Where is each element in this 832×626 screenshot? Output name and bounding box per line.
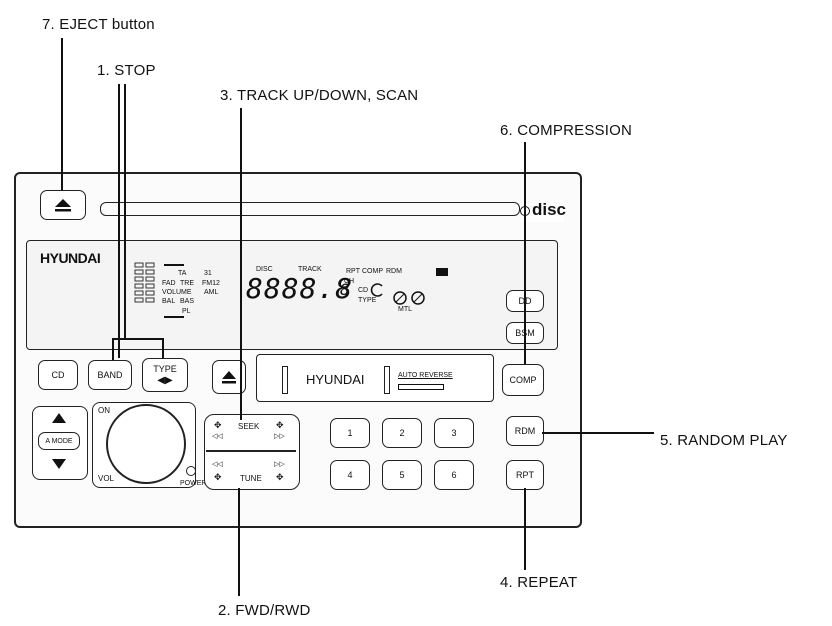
comp-button[interactable]: COMP [502, 364, 544, 396]
lcd-label-31: 31 [204, 270, 212, 277]
tune-rewind-icon: ◁◁ [212, 461, 223, 468]
cassette-brand: HYUNDAI [306, 372, 365, 387]
on-label: ON [98, 406, 110, 415]
seek-tune-divider [206, 450, 296, 452]
lcd-label-ta: TA [178, 270, 187, 277]
down-arrow-icon[interactable] [51, 458, 67, 470]
left-right-arrows-icon: ◀▶ [157, 374, 173, 386]
lcd-label-bal: BAL [162, 298, 176, 305]
preset-6-button[interactable]: 6 [434, 460, 474, 490]
preset-4-button[interactable]: 4 [330, 460, 370, 490]
type-button[interactable]: TYPE ◀▶ [142, 358, 188, 392]
eject-button[interactable] [40, 190, 86, 220]
leader-random [542, 432, 654, 434]
eject-icon [222, 371, 236, 384]
cd-button[interactable]: CD [38, 360, 78, 390]
callout-track: 3. TRACK UP/DOWN, SCAN [220, 87, 419, 104]
leader-compression [524, 142, 526, 364]
lcd-label-type: TYPE [358, 297, 377, 304]
leader-eject [61, 38, 63, 190]
preset-5-button[interactable]: 5 [382, 460, 422, 490]
lcd-label-volume: VOLUME [162, 289, 192, 296]
cd-indicator-icon [370, 283, 383, 297]
lcd-label-comp: COMP [362, 268, 383, 275]
preset-3-button[interactable]: 3 [434, 418, 474, 448]
brand-logo: HYUNDAI [40, 250, 101, 266]
auto-reverse-label: AUTO REVERSE [398, 372, 453, 379]
lcd-label-fad: FAD [162, 280, 176, 287]
leader-stop-horizontal [112, 338, 164, 340]
mtl-indicator-icon [393, 291, 425, 305]
lcd-label-ch: CH [344, 278, 355, 285]
lcd-label-pl: PL [182, 308, 191, 315]
disc-logo-text: disc [532, 200, 567, 219]
power-indicator [186, 466, 196, 476]
power-label: POWER [180, 480, 207, 487]
tune-back-icon: ✥ [214, 472, 222, 482]
disc-logo: disc [520, 200, 567, 222]
lcd-label-rpt: RPT [346, 268, 360, 275]
lcd-label-am: AML [204, 289, 219, 296]
callout-eject: 7. EJECT button [42, 16, 155, 33]
vol-label: VOL [98, 474, 115, 483]
leader-stop-drop-type [162, 338, 164, 358]
cassette-window-right [384, 366, 390, 394]
seek-back-icon: ✥ [214, 420, 222, 430]
lcd-segment-digits: 8888.8 [246, 272, 354, 305]
tune-fast-forward-icon: ▷▷ [274, 461, 285, 468]
seek-tune-rocker[interactable] [204, 414, 300, 490]
callout-compression: 6. COMPRESSION [500, 122, 632, 139]
display-window [26, 240, 558, 350]
lcd-label-mtl: MTL [398, 306, 412, 313]
lcd-label-cd: CD [358, 287, 369, 294]
callout-random: 5. RANDOM PLAY [660, 432, 788, 449]
preset-1-button[interactable]: 1 [330, 418, 370, 448]
band-button[interactable]: BAND [88, 360, 132, 390]
leader-stop-vertical-left [118, 84, 120, 358]
up-arrow-icon[interactable] [51, 412, 67, 424]
volume-knob[interactable] [106, 404, 186, 484]
dolby-indicator-icon [436, 268, 448, 276]
lcd-label-disc: DISC [256, 266, 273, 273]
amode-button[interactable]: A MODE [38, 432, 80, 450]
leader-repeat [524, 488, 526, 570]
lcd-label-bas: BAS [180, 298, 195, 305]
rewind-icon: ◁◁ [212, 433, 223, 440]
lcd-label-rdm: RDM [386, 268, 402, 275]
disc-slot [100, 202, 520, 216]
leader-fwd [238, 488, 240, 596]
equalizer-bars-graphic [134, 262, 155, 303]
callout-repeat: 4. REPEAT [500, 574, 578, 591]
fast-forward-icon: ▷▷ [274, 433, 285, 440]
seek-forward-icon: ✥ [276, 420, 284, 430]
cassette-slot [256, 354, 494, 402]
leader-stop-vertical-right [124, 84, 126, 340]
callout-stop: 1. STOP [97, 62, 156, 79]
leader-track [240, 108, 242, 420]
seek-label: SEEK [238, 422, 260, 431]
lcd-label-fm12: FM12 [202, 280, 220, 287]
tune-label: TUNE [240, 474, 262, 483]
lcd-segment-small: 8 [340, 280, 351, 299]
cassette-window-left [282, 366, 288, 394]
eject-icon [55, 199, 71, 212]
tune-forward-icon: ✥ [276, 472, 284, 482]
rdm-button[interactable]: RDM [506, 416, 544, 446]
lcd-bar-bottom [164, 316, 184, 318]
type-button-label: TYPE [153, 363, 177, 374]
rpt-button[interactable]: RPT [506, 460, 544, 490]
preset-2-button[interactable]: 2 [382, 418, 422, 448]
lcd-label-track: TRACK [298, 266, 322, 273]
lcd-bar-top [164, 264, 184, 266]
lcd-label-tre: TRE [180, 280, 194, 287]
leader-stop-drop-band [112, 338, 114, 360]
callout-fwd: 2. FWD/RWD [218, 602, 311, 619]
auto-reverse-bar [398, 384, 444, 390]
